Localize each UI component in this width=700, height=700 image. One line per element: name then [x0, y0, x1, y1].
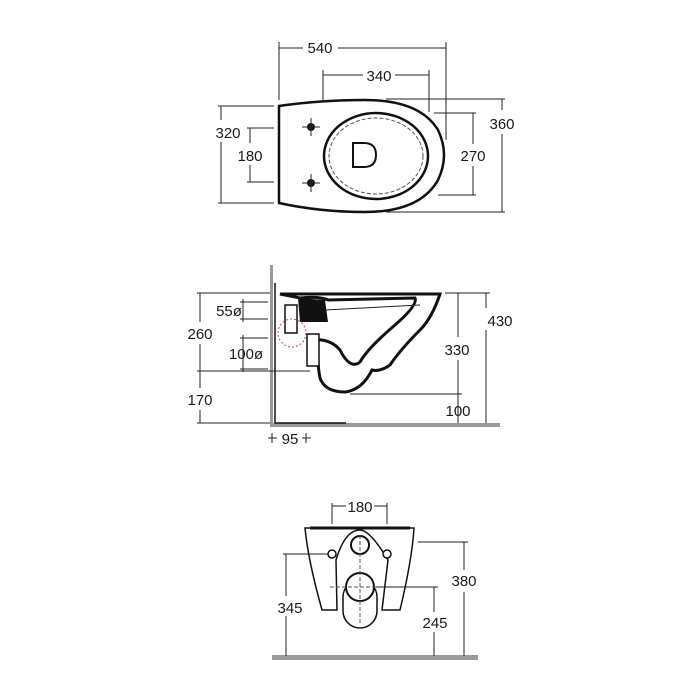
fixing-hole	[327, 549, 337, 559]
dim-fixing-spacing: 180	[237, 127, 274, 183]
dim-label: 100ø	[229, 346, 263, 363]
dim-rim-height: 430	[445, 292, 513, 423]
dim-label: 95	[282, 431, 299, 448]
side-view: 430 330 100 260 170 55ø	[187, 265, 513, 448]
dim-outlet-diameter: 100ø	[229, 335, 268, 372]
dim-label: 380	[451, 573, 476, 590]
dim-label: 260	[187, 326, 212, 343]
flush-hole	[352, 142, 378, 168]
dim-label: 540	[307, 40, 332, 57]
dim-label: 345	[277, 600, 302, 617]
bowl-outline-front	[304, 527, 415, 611]
dim-wall-projection: 95	[268, 431, 311, 448]
dim-label: 55ø	[216, 303, 242, 320]
outlet-pipe	[306, 333, 320, 367]
floor	[272, 655, 478, 660]
floor	[270, 423, 500, 427]
dim-outlet-heights: 260 170	[187, 292, 310, 424]
dim-fixing-spacing-front: 180	[331, 499, 388, 524]
dim-rear-width: 320	[215, 105, 274, 204]
wall	[270, 265, 273, 427]
dim-fixing-to-seat: 340	[322, 68, 430, 112]
dim-label: 100	[445, 403, 470, 420]
front-view: 180 380 345 245	[272, 499, 478, 660]
dim-label: 180	[347, 499, 372, 516]
dim-label: 360	[489, 116, 514, 133]
dim-label: 270	[460, 148, 485, 165]
dim-rim-height-front: 380	[418, 541, 477, 656]
dim-label: 180	[237, 148, 262, 165]
dim-overall-length: 540	[278, 40, 447, 140]
dim-label: 340	[366, 68, 391, 85]
dim-label: 330	[444, 342, 469, 359]
dim-label: 430	[487, 313, 512, 330]
fixing-hole	[382, 549, 392, 559]
dim-bowl-height: 330 100	[350, 293, 471, 423]
dim-label: 245	[422, 615, 447, 632]
inlet-connector	[298, 298, 328, 322]
hidden-circle	[277, 318, 307, 348]
dim-overall-width: 360	[386, 98, 515, 213]
dim-label: 170	[187, 392, 212, 409]
dim-fixing-height: 345	[277, 553, 328, 656]
frame-bracket	[274, 283, 346, 424]
top-view: 540 340 320	[215, 40, 515, 214]
dim-outlet-height: 245	[376, 586, 448, 656]
dim-seat-width: 270	[434, 112, 486, 196]
dim-inlet-diameter: 55ø	[216, 299, 268, 322]
dim-label: 320	[215, 125, 240, 142]
